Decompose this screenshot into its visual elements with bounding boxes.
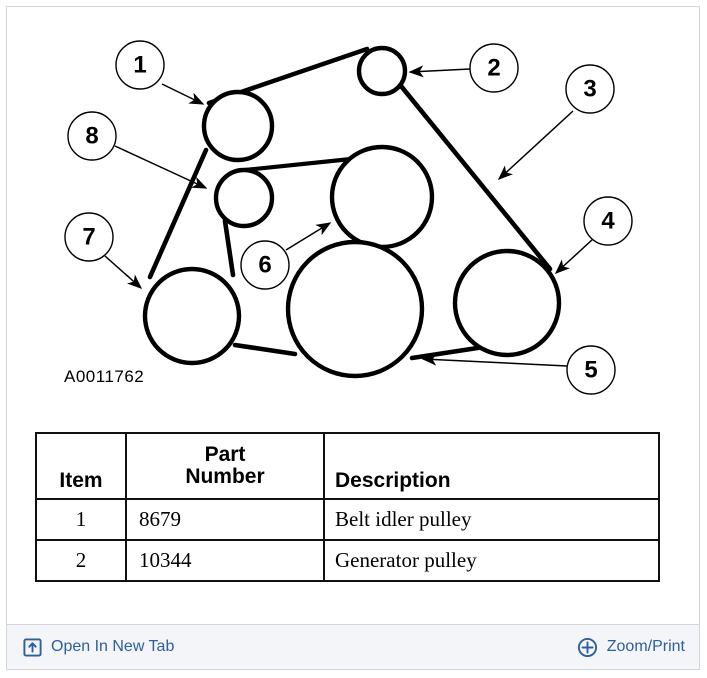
cell-item: 1 <box>35 498 127 541</box>
column-header-part-line1: Part <box>204 442 246 466</box>
cell-part-number: 8679 <box>125 498 325 541</box>
leader-5 <box>421 353 568 367</box>
image-viewer-panel: 1 2 3 4 5 <box>6 6 700 670</box>
zoom-print-label: Zoom/Print <box>606 638 685 655</box>
table-row: 1 8679 Belt idler pulley <box>35 498 660 541</box>
cell-description: Belt idler pulley <box>323 498 660 541</box>
cell-part-number: 10344 <box>125 539 325 582</box>
column-header-part-line2: Number <box>185 465 265 488</box>
pulley-belt-idler <box>201 89 275 163</box>
callout-1-label: 1 <box>133 52 146 79</box>
belt-path <box>147 46 553 361</box>
pulley-small-idler <box>213 167 275 229</box>
table-row: 2 10344 Generator pulley <box>35 539 660 582</box>
cell-item: 2 <box>35 539 127 582</box>
plus-circle-icon <box>577 637 598 658</box>
open-in-new-tab-button[interactable]: Open In New Tab <box>23 637 175 657</box>
callout-3: 3 <box>565 64 615 114</box>
callout-7: 7 <box>64 212 114 262</box>
cell-description: Generator pulley <box>323 539 660 582</box>
callout-4-label: 4 <box>601 208 615 235</box>
callout-4: 4 <box>583 196 633 246</box>
leader-4 <box>554 238 594 275</box>
figure-id-label: A0011762 <box>64 367 145 386</box>
pulley-upper-accessory <box>329 144 435 250</box>
callout-6: 6 <box>240 240 290 290</box>
callout-8: 8 <box>67 111 117 161</box>
callout-leaders <box>104 65 594 367</box>
leader-6 <box>285 222 332 251</box>
zoom-print-button[interactable]: Zoom/Print <box>577 637 685 658</box>
column-header-item: Item <box>35 432 127 500</box>
pulley-group <box>142 45 562 379</box>
pulley-right-accessory <box>452 248 562 358</box>
pulley-crankshaft <box>285 239 425 379</box>
parts-table: Item Part Number Description 1 8679 Belt… <box>35 432 660 582</box>
callout-bubbles: 1 2 3 4 5 <box>64 40 633 395</box>
column-header-description: Description <box>323 432 660 500</box>
leader-3 <box>497 110 574 181</box>
viewer-content: 1 2 3 4 5 <box>7 7 699 624</box>
open-in-new-tab-label: Open In New Tab <box>51 638 175 655</box>
leader-8 <box>114 145 208 189</box>
pulley-generator <box>356 45 408 97</box>
table-header-row: Item Part Number Description <box>35 432 660 500</box>
leader-2 <box>408 65 471 78</box>
column-header-part-number: Part Number <box>125 432 325 500</box>
leader-7 <box>104 255 143 289</box>
belt-routing-diagram: 1 2 3 4 5 <box>64 40 633 395</box>
belt-routing-figure: 1 2 3 4 5 <box>7 7 699 612</box>
callout-2: 2 <box>469 43 519 93</box>
leader-1 <box>161 83 205 105</box>
callout-5: 5 <box>566 345 616 395</box>
callout-2-label: 2 <box>487 55 500 82</box>
callout-3-label: 3 <box>583 76 596 103</box>
viewer-action-bar: Open In New Tab Zoom/Print <box>7 624 699 669</box>
external-link-icon <box>23 637 42 657</box>
callout-8-label: 8 <box>85 123 98 150</box>
pulley-lower-left <box>142 266 242 366</box>
callout-6-label: 6 <box>258 252 271 279</box>
callout-1: 1 <box>115 40 165 90</box>
callout-5-label: 5 <box>584 357 597 384</box>
callout-7-label: 7 <box>82 224 95 251</box>
